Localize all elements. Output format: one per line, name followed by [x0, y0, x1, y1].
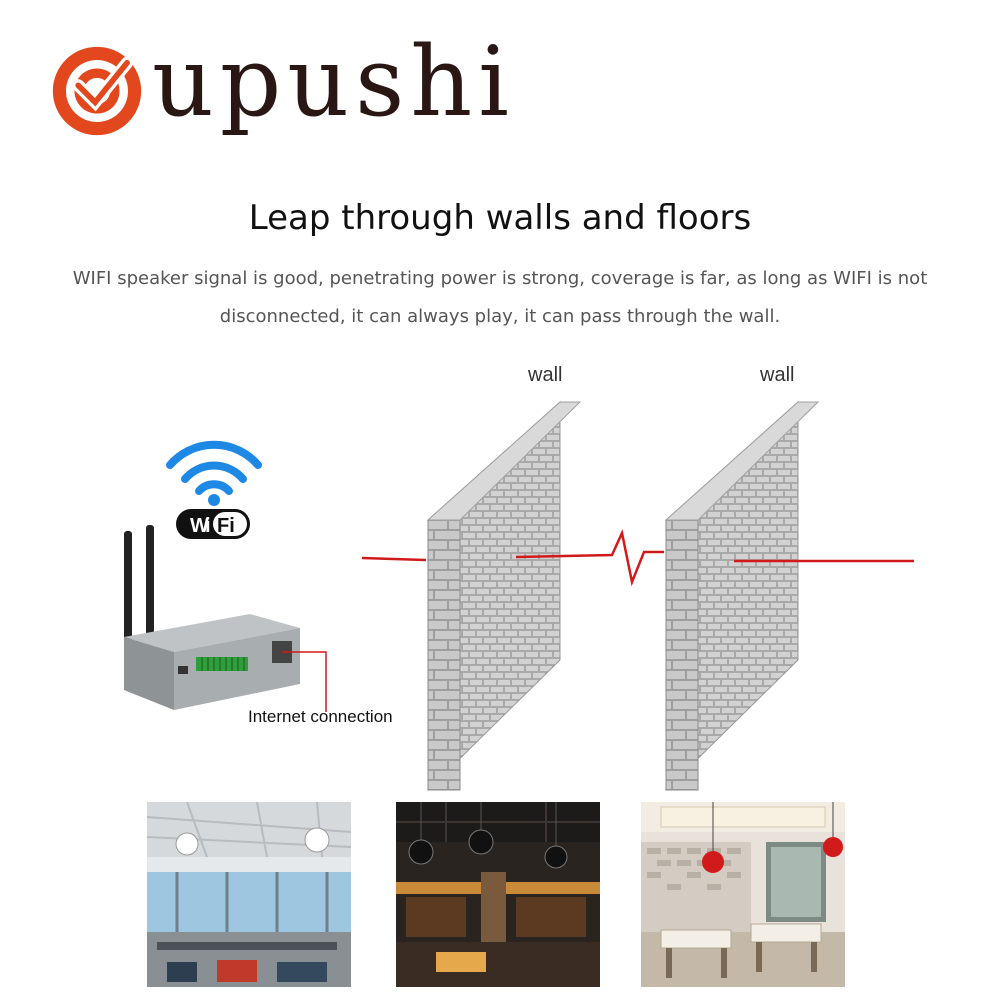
- wifi-badge-fi: Fi: [217, 515, 235, 537]
- spa-photo: [641, 802, 845, 987]
- wall-label-2: wall: [760, 364, 795, 386]
- internet-connection-label: Internet connection: [248, 707, 393, 726]
- antenna-left: [124, 531, 132, 641]
- wifi-badge-i: i: [205, 515, 211, 537]
- description-line-1: WIFI speaker signal is good, penetrating…: [72, 268, 928, 289]
- wifi-badge: W i Fi: [176, 509, 250, 539]
- wifi-badge-w: W: [190, 515, 209, 537]
- wall-label-1: wall: [528, 364, 563, 386]
- wall-penetration-diagram: W i Fi: [124, 400, 914, 792]
- brick-wall-2: [664, 400, 820, 792]
- callout-line: [282, 651, 327, 712]
- router-device: [124, 525, 300, 710]
- brick-wall-1: [426, 400, 582, 792]
- wifi-icon: [166, 440, 262, 495]
- signal-line: [361, 528, 914, 587]
- page-headline: Leap through walls and floors: [248, 198, 752, 238]
- cafe-photo: [396, 802, 600, 987]
- terminal-block: [196, 657, 248, 671]
- description-line-2: disconnected, it can always play, it can…: [219, 306, 781, 327]
- office-photo: [147, 802, 351, 987]
- target-check-logo-icon: [52, 46, 142, 136]
- brand-name: upushi: [152, 26, 515, 138]
- wifi-dot-icon: [208, 494, 220, 506]
- antenna-right: [146, 525, 154, 635]
